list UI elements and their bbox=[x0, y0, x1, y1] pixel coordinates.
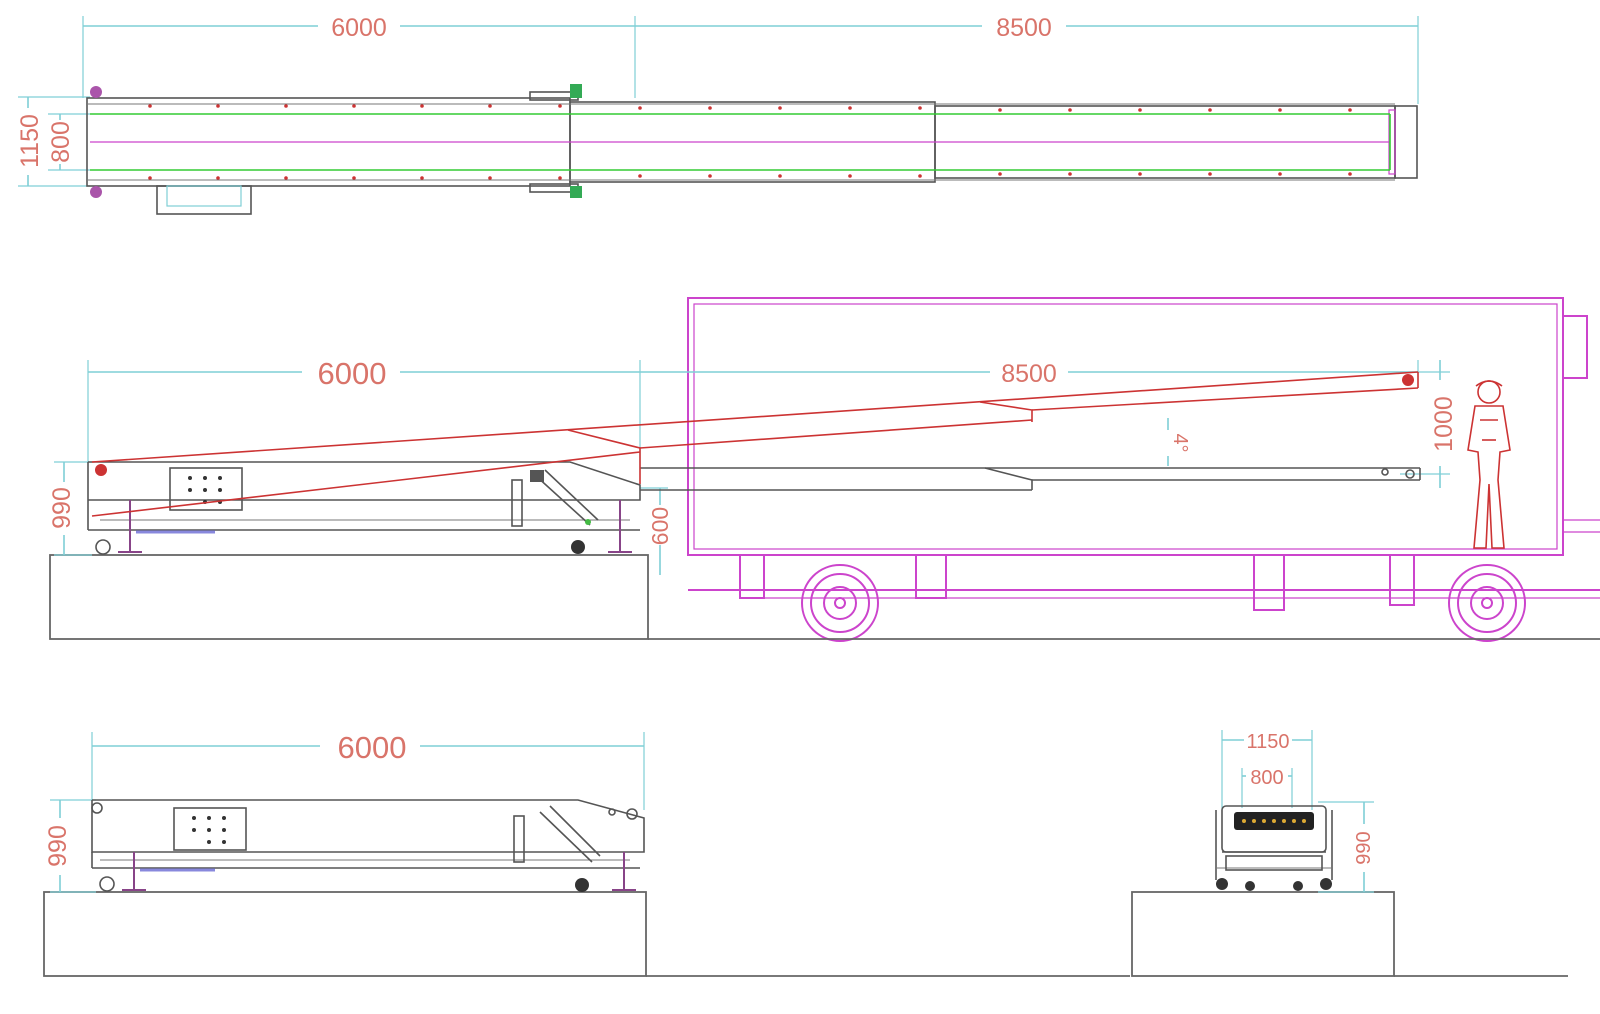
dim-label-end-1150: 1150 bbox=[1246, 731, 1289, 753]
dim-retracted-6000: 6000 bbox=[92, 730, 644, 765]
truck-front-unit bbox=[1562, 315, 1588, 379]
retracted-control-panel bbox=[173, 807, 247, 851]
side-leg-left bbox=[118, 500, 142, 553]
side-leg-right bbox=[608, 500, 632, 553]
top-roller-dots bbox=[148, 104, 1352, 180]
operator-figure bbox=[1467, 380, 1511, 549]
side-control-panel bbox=[169, 467, 243, 511]
side-conveyor-body bbox=[87, 461, 641, 555]
dim-side-8500: 8500 bbox=[640, 360, 1418, 388]
dim-label-top-800: 800 bbox=[47, 121, 75, 163]
dim-retracted-990: 990 bbox=[44, 799, 96, 893]
side-caster-right bbox=[571, 540, 585, 554]
dim-top-6000: 6000 bbox=[83, 14, 635, 42]
side-extended-view: 6000 8500 990 600 1000 bbox=[48, 297, 1600, 642]
retracted-conveyor-body bbox=[91, 799, 645, 892]
dim-label-top-8500: 8500 bbox=[996, 14, 1052, 42]
dim-label-top-1150: 1150 bbox=[16, 114, 44, 168]
loading-dock-end bbox=[1131, 891, 1395, 977]
dim-side-1000: 1000 bbox=[1400, 360, 1458, 488]
dim-label-retracted-6000: 6000 bbox=[338, 730, 407, 765]
end-view: 1150 800 990 bbox=[1131, 730, 1568, 977]
side-boom-raised bbox=[91, 371, 1419, 517]
dim-end-990: 990 bbox=[1318, 801, 1375, 893]
loading-dock-retracted bbox=[43, 891, 647, 977]
top-control-box bbox=[156, 185, 252, 215]
dim-label-retracted-990: 990 bbox=[44, 825, 72, 867]
dim-label-end-990: 990 bbox=[1353, 831, 1375, 864]
dim-label-side-1000: 1000 bbox=[1430, 396, 1458, 452]
dim-side-angle: 4° bbox=[1167, 418, 1191, 466]
side-boom-retracted bbox=[640, 467, 1421, 491]
dim-top-8500: 8500 bbox=[635, 14, 1418, 42]
dim-label-side-6000: 6000 bbox=[318, 356, 387, 391]
side-caster-left bbox=[95, 539, 111, 555]
dim-top-800: 800 bbox=[47, 113, 90, 171]
dim-label-side-990: 990 bbox=[48, 487, 76, 529]
dim-label-end-800: 800 bbox=[1250, 767, 1283, 789]
dim-label-side-angle: 4° bbox=[1169, 433, 1191, 452]
end-conveyor-body bbox=[1215, 805, 1333, 891]
dim-side-6000: 6000 bbox=[88, 356, 640, 391]
truck-wheel-front bbox=[1448, 564, 1526, 642]
truck-wheel-rear bbox=[801, 564, 879, 642]
dim-side-990: 990 bbox=[48, 461, 92, 556]
dim-label-side-600: 600 bbox=[647, 507, 673, 545]
dim-side-600: 600 bbox=[640, 487, 673, 575]
dim-top-1150: 1150 bbox=[16, 96, 90, 187]
side-retracted-view: 6000 990 bbox=[43, 730, 1130, 977]
top-end-roller bbox=[1394, 105, 1418, 179]
dim-label-side-8500: 8500 bbox=[1001, 360, 1057, 388]
loading-dock-extended bbox=[49, 554, 649, 640]
truck bbox=[687, 297, 1600, 642]
top-view: 6000 8500 1150 800 bbox=[16, 14, 1419, 215]
dim-end-1150: 1150 bbox=[1221, 730, 1313, 810]
dim-label-top-6000: 6000 bbox=[331, 14, 387, 42]
dim-end-800: 800 bbox=[1241, 767, 1293, 808]
truck-container bbox=[687, 297, 1564, 556]
